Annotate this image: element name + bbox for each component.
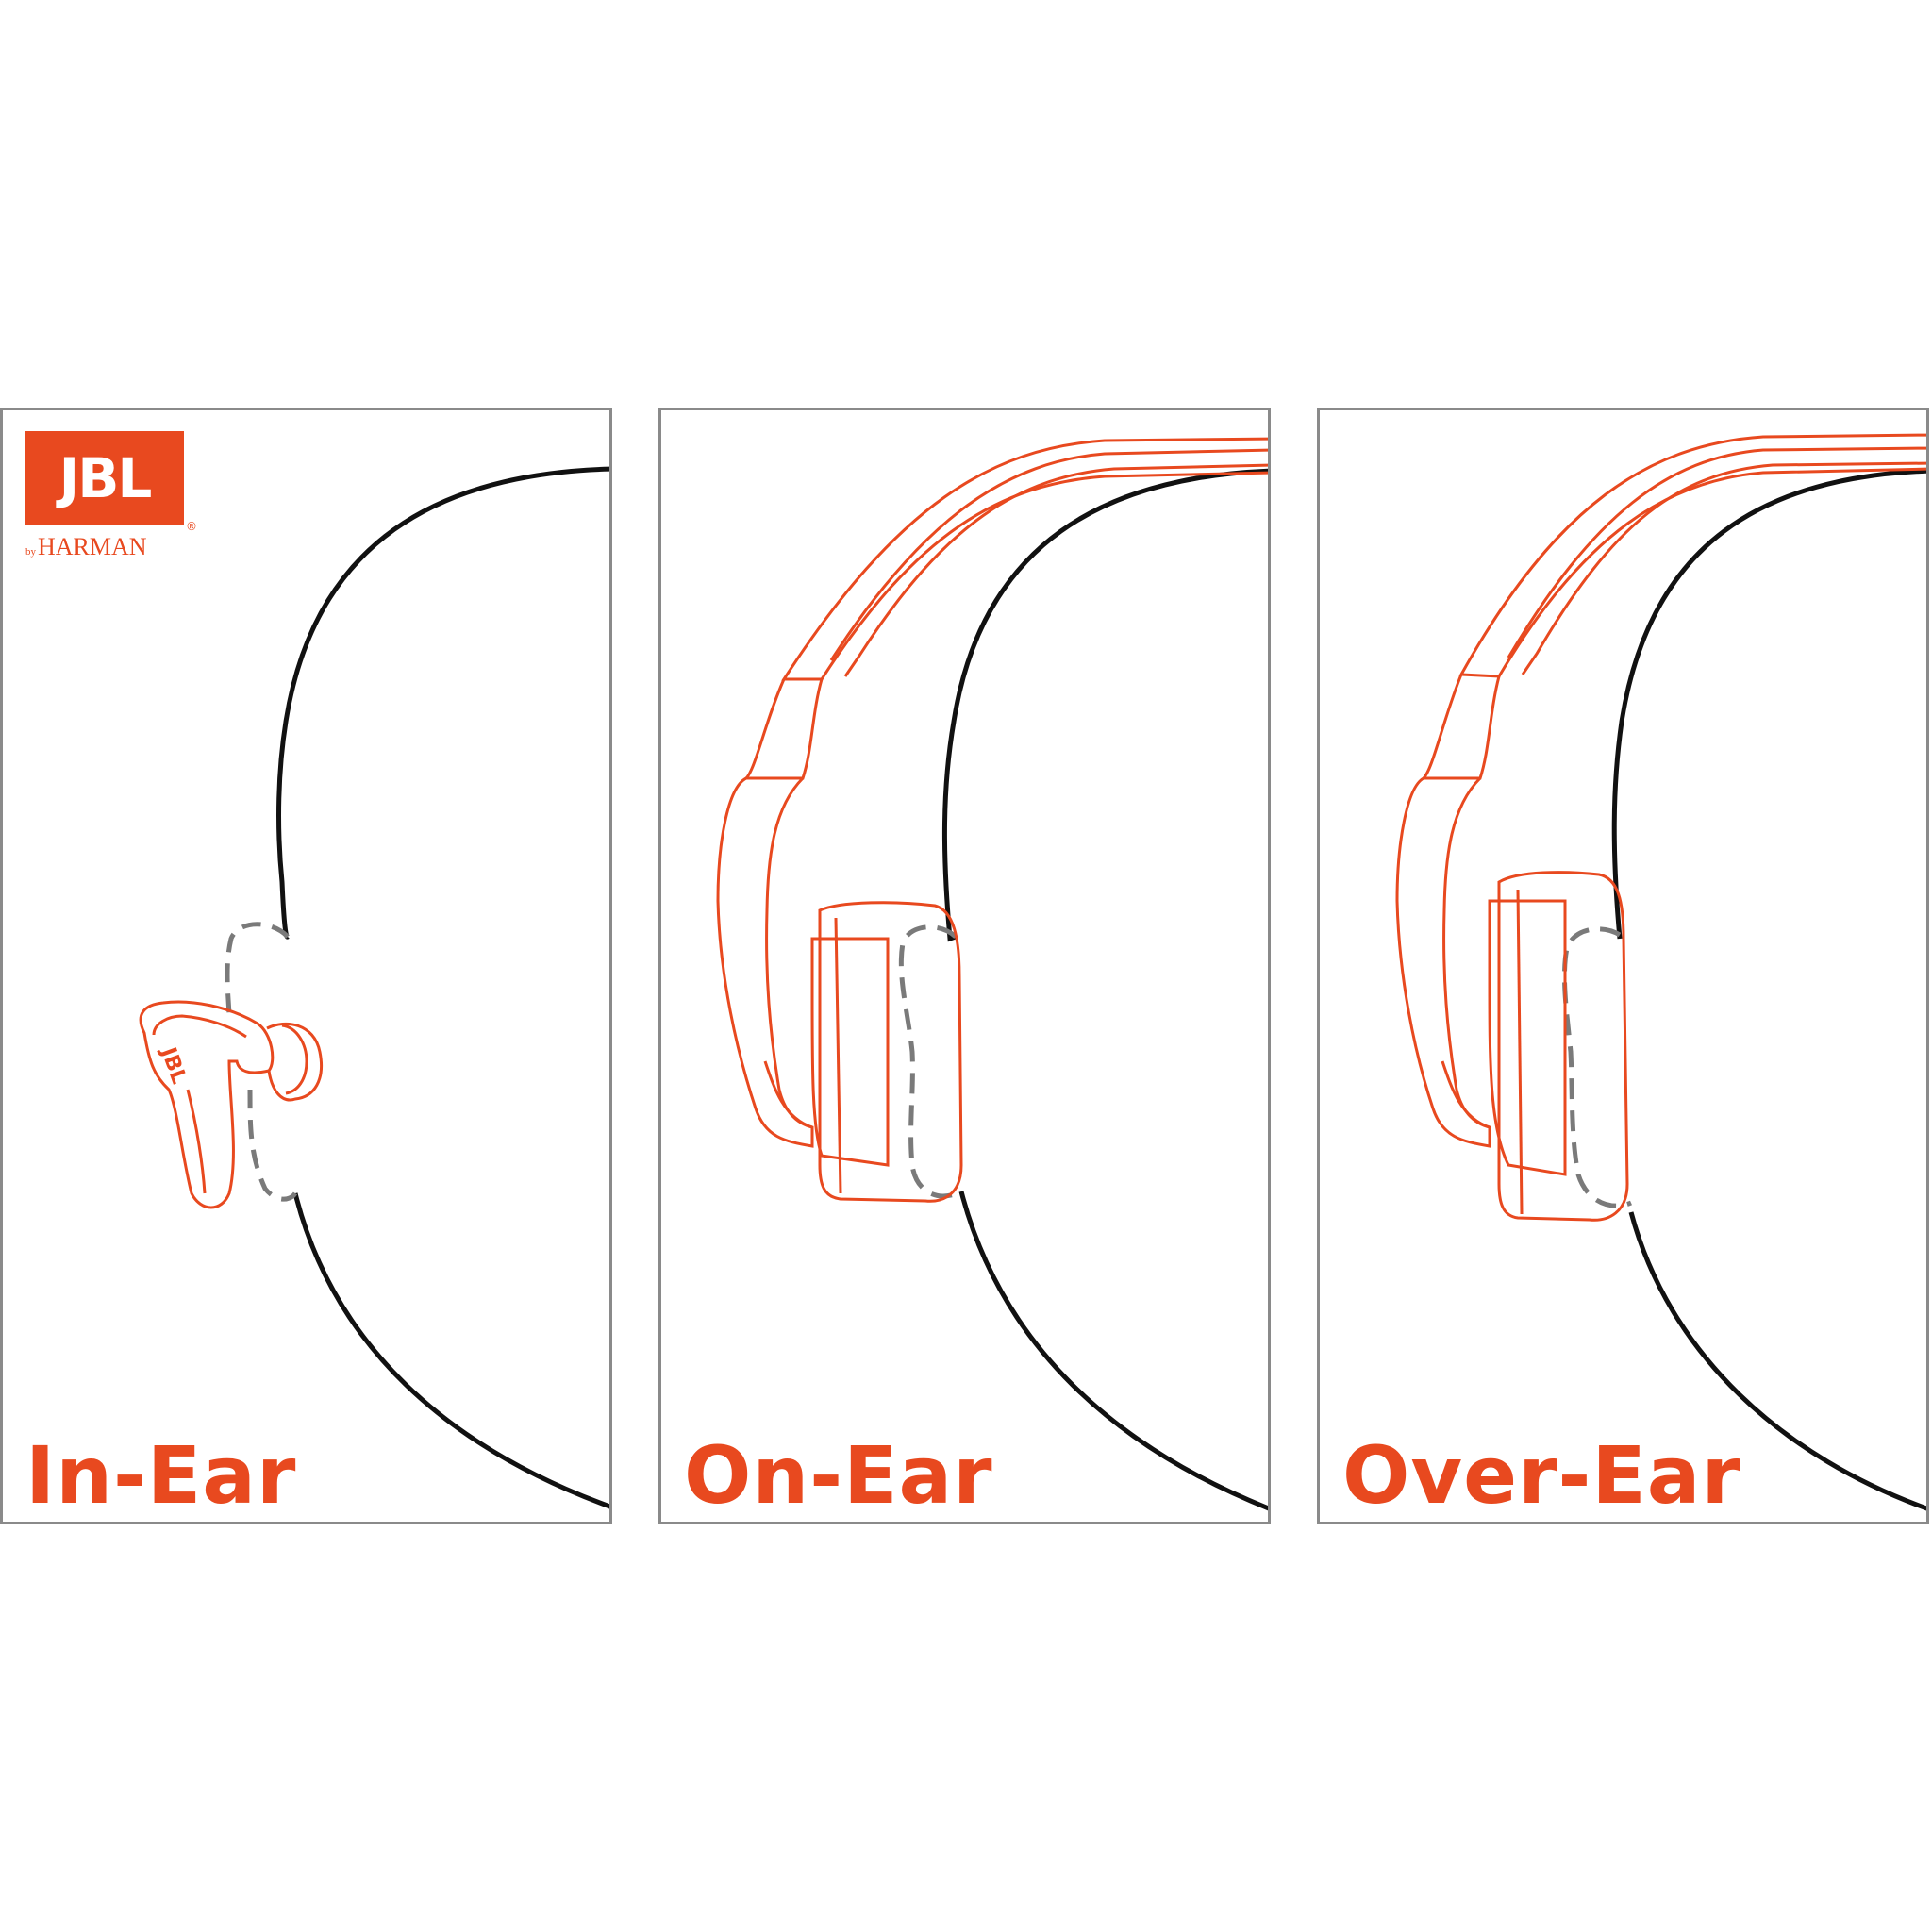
head-outline <box>1611 468 1926 940</box>
head-outline <box>941 468 1268 942</box>
head-over-ear-illustration <box>1395 433 1926 1511</box>
harman-name: HARMAN <box>38 533 147 560</box>
head-on-ear-illustration <box>716 437 1268 1511</box>
panel-on-ear: On-Ear <box>658 408 1271 1524</box>
head-outline-lower <box>1628 1211 1926 1511</box>
harman-wordmark: byHARMAN <box>25 533 147 561</box>
head-earbud-illustration: JBL <box>139 466 609 1509</box>
label-over-ear: Over-Ear <box>1342 1429 1741 1522</box>
ear-dashed <box>1561 926 1633 1208</box>
head-outline-lower <box>292 1192 609 1509</box>
jbl-logo: JBL ® byHARMAN <box>25 431 197 561</box>
harman-by: by <box>25 546 36 558</box>
registered-mark: ® <box>186 520 197 533</box>
earbud-icon <box>139 1000 323 1209</box>
label-on-ear: On-Ear <box>684 1429 993 1522</box>
jbl-logo-box: JBL <box>25 431 184 525</box>
over-ear-headphones-icon <box>1395 433 1926 1222</box>
ear-dashed <box>898 924 963 1199</box>
on-ear-headphones-icon <box>716 437 1268 1203</box>
label-in-ear: In-Ear <box>25 1429 297 1522</box>
head-outline <box>276 466 609 940</box>
head-outline-lower <box>958 1191 1268 1511</box>
ear-dashed <box>225 922 298 1202</box>
panel-over-ear: Over-Ear <box>1317 408 1929 1524</box>
panel-in-ear: JBL JBL ® byHARMAN In-Ear <box>0 408 612 1524</box>
